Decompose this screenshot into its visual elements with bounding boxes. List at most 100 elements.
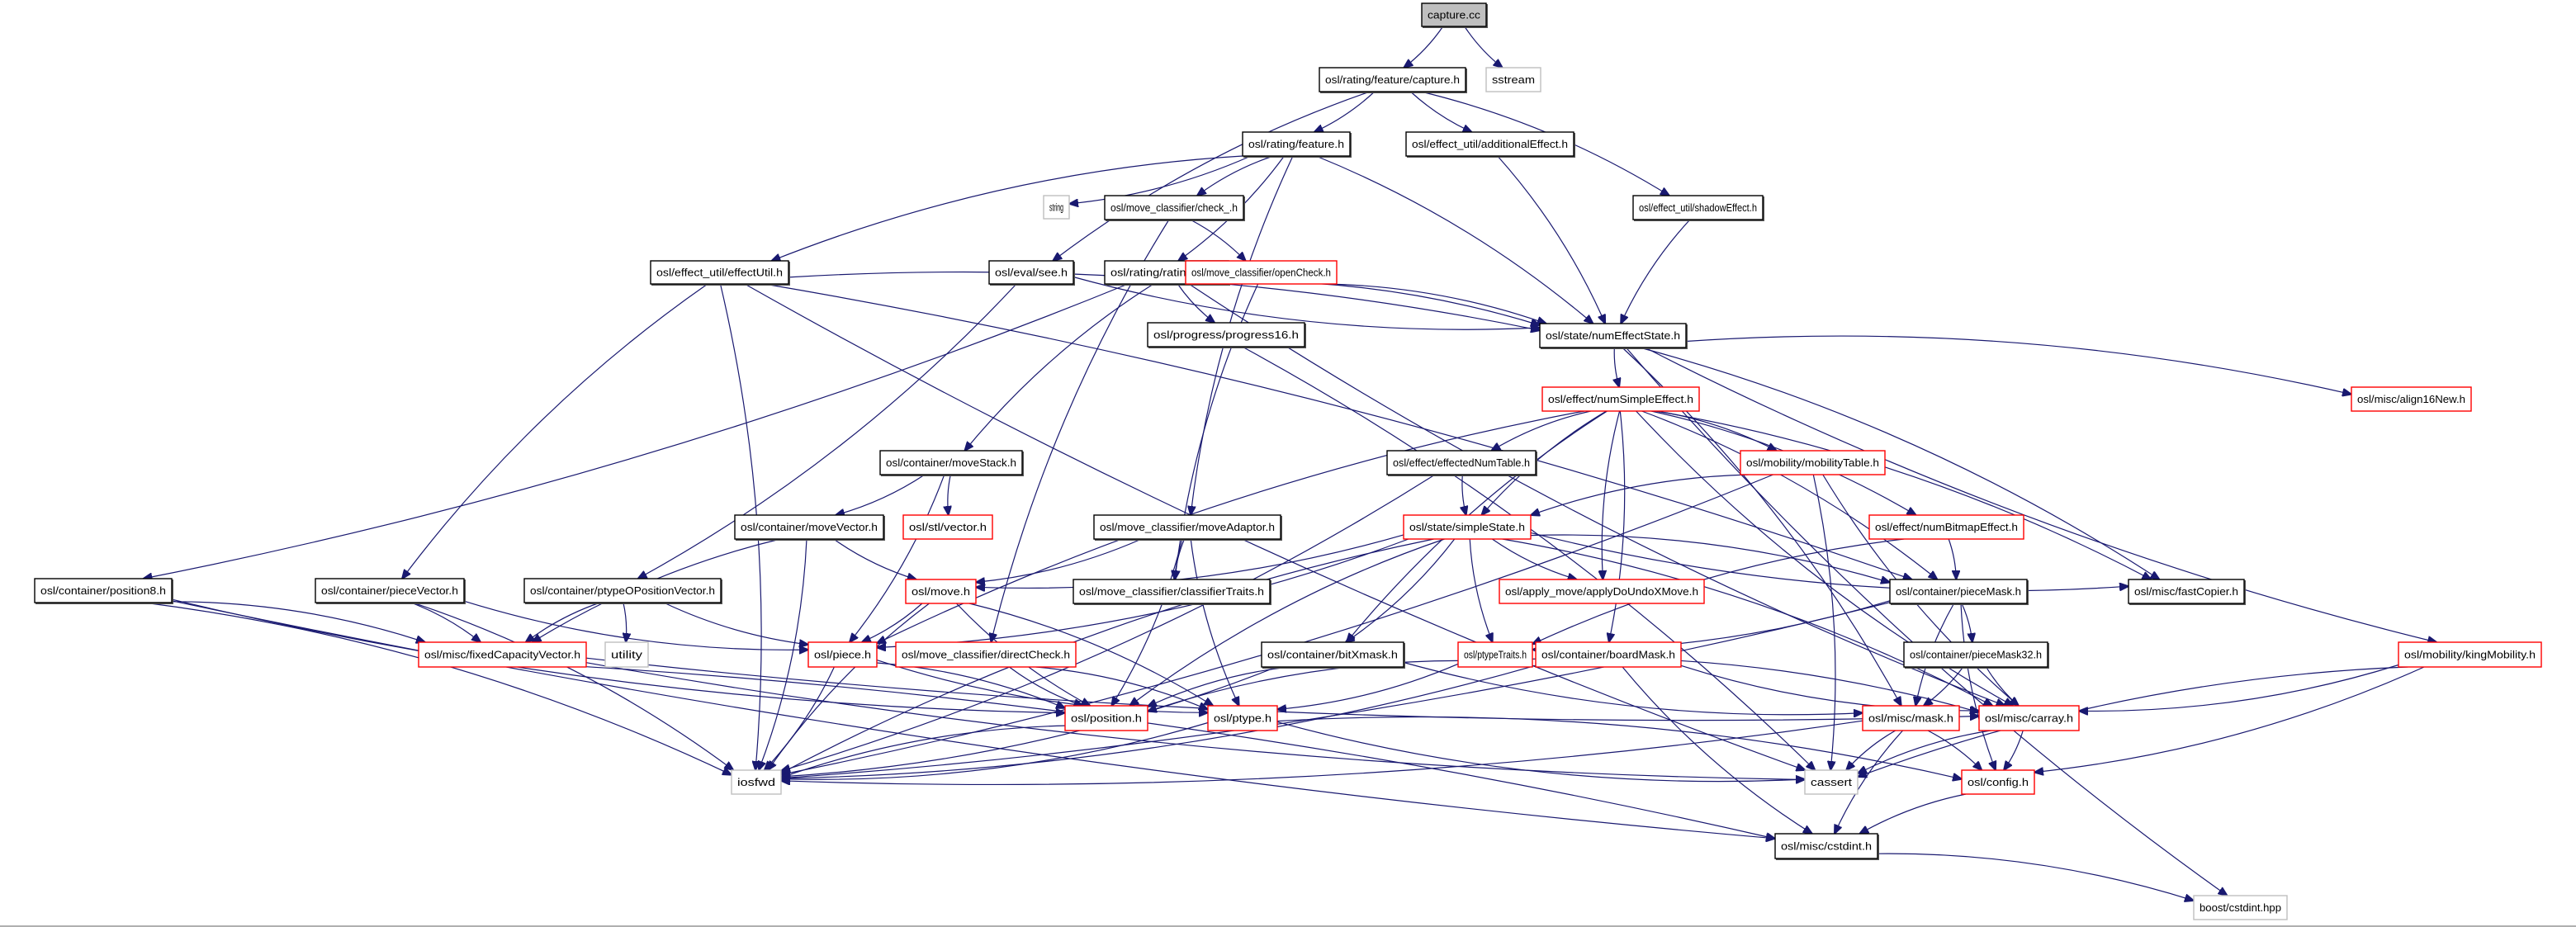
node-fixedCapacityVector-h[interactable]: osl/misc/fixedCapacityVector.h — [418, 641, 587, 668]
bottom-divider — [0, 925, 2576, 927]
node-position-h[interactable]: osl/position.h — [1064, 705, 1148, 731]
node-kingMobility-h[interactable]: osl/mobility/kingMobility.h — [2398, 641, 2542, 668]
node-see-h[interactable]: osl/eval/see.h — [988, 260, 1075, 286]
edge-simpleState_h-to-fastCopier_h — [1530, 532, 2129, 592]
node-box — [807, 641, 878, 668]
node-shadow — [1074, 580, 1271, 605]
edge-numSimpleEffect_h-to-boardMask_h — [1609, 410, 1626, 642]
edge-moveAdaptor_h-to-position_h — [1111, 538, 1183, 706]
edge-ptypeOPositionVector_h-to-piece_h — [663, 602, 808, 645]
node-label: osl/container/moveStack.h — [886, 456, 1016, 469]
edge-mobilityTable_h-to-cassert — [1812, 474, 1836, 770]
edge-numBitmapEffect_h-to-ptypeTraits_h — [1532, 538, 1905, 644]
node-feature-h[interactable]: osl/rating/feature.h — [1242, 131, 1352, 158]
node-label: osl/misc/cstdint.h — [1781, 840, 1872, 853]
node-sstream[interactable]: sstream — [1485, 67, 1541, 92]
node-box — [988, 260, 1074, 285]
node-capture-cc[interactable]: capture.cc — [1421, 2, 1488, 28]
node-iosfwd[interactable]: iosfwd — [731, 769, 782, 795]
node-boardMask-h[interactable]: osl/container/boardMask.h — [1535, 641, 1682, 668]
edge-kingMobility_h-to-cassert — [1858, 666, 2408, 777]
node-numBitmapEffect-h[interactable]: osl/effect/numBitmapEffect.h — [1868, 514, 2024, 540]
node-piece-h[interactable]: osl/piece.h — [807, 641, 878, 668]
node-capture-h[interactable]: osl/rating/feature/capture.h — [1319, 67, 1467, 93]
node-numSimpleEffect-h[interactable]: osl/effect/numSimpleEffect.h — [1541, 386, 1700, 412]
node-cassert[interactable]: cassert — [1804, 769, 1859, 795]
node-box — [1405, 131, 1574, 157]
node-moveStack-h[interactable]: osl/container/moveStack.h — [879, 450, 1024, 476]
node-label: osl/ptype.h — [1214, 712, 1271, 725]
edge-moveStack_h-to-moveVector_h — [836, 474, 926, 515]
nodes-layer: capture.cc osl/rating/feature/capture.h ss… — [34, 2, 2542, 920]
node-effectedNumTable-h[interactable]: osl/effect/effectedNumTable.h — [1386, 450, 1537, 476]
edge-simpleState_h-to-move_h — [976, 534, 1404, 589]
edge-effectedNumTable_h-to-simpleState_h — [1462, 474, 1466, 515]
edge-moveStack_h-to-stl_vector_h — [948, 474, 950, 515]
node-shadow — [1776, 835, 1879, 860]
node-box — [1457, 641, 1533, 668]
node-align16New-h[interactable]: osl/misc/align16New.h — [2351, 386, 2472, 412]
node-config-h[interactable]: osl/config.h — [1961, 769, 2035, 795]
node-mask-h[interactable]: osl/misc/mask.h — [1862, 705, 1960, 731]
node-box — [523, 578, 722, 603]
edge-progress16_h-to-cassert — [1242, 346, 1816, 770]
edge-moveStack_h-to-piece_h — [850, 474, 945, 642]
edge-ptype_h-to-config_h — [1276, 716, 1962, 778]
edge-numBitmapEffect_h-to-pieceMask_h — [1948, 538, 1956, 579]
node-additionalEffect-h[interactable]: osl/effect_util/additionalEffect.h — [1405, 131, 1575, 158]
node-label: osl/progress/progress16.h — [1153, 329, 1299, 341]
node-applyDoUndoXMove-h[interactable]: osl/apply_move/applyDoUndoXMove.h — [1499, 579, 1705, 604]
edge-pieceVector_h-to-iosfwd — [412, 602, 734, 770]
edge-boardMask_h-to-cstdint_h — [1622, 666, 1812, 834]
node-pieceMask-h[interactable]: osl/container/pieceMask.h — [1889, 579, 2029, 605]
node-boost-cstdint-hpp[interactable]: boost/cstdint.hpp — [2193, 895, 2288, 920]
node-label: osl/piece.h — [814, 649, 871, 661]
node-mobilityTable-h[interactable]: osl/mobility/mobilityTable.h — [1740, 450, 1886, 475]
node-moveVector-h[interactable]: osl/container/moveVector.h — [734, 514, 885, 541]
node-ptypeOPositionVector-h[interactable]: osl/container/ptypeOPositionVector.h — [523, 578, 722, 604]
node-position8-h[interactable]: osl/container/position8.h — [34, 578, 173, 604]
node-stl-vector-h[interactable]: osl/stl/vector.h — [902, 514, 993, 540]
node-numEffectState-h[interactable]: osl/state/numEffectState.h — [1539, 323, 1688, 349]
node-shadow — [651, 262, 790, 286]
node-label: osl/effect/effectedNumTable.h — [1393, 456, 1530, 469]
node-effectUtil-h[interactable]: osl/effect_util/effectUtil.h — [650, 260, 790, 286]
node-move-h[interactable]: osl/move.h — [905, 579, 977, 604]
node-string[interactable]: string — [1043, 195, 1070, 220]
node-directCheck-h[interactable]: osl/move_classifier/directCheck.h — [895, 641, 1077, 668]
node-check-h[interactable]: osl/move_classifier/check_.h — [1104, 195, 1245, 221]
node-box — [1539, 323, 1687, 348]
node-ptype-h[interactable]: osl/ptype.h — [1207, 705, 1278, 731]
node-box — [34, 578, 173, 603]
edge-directCheck_h-to-ptype_h — [1035, 666, 1208, 710]
node-fastCopier-h[interactable]: osl/misc/fastCopier.h — [2128, 579, 2246, 605]
node-shadowEffect-h[interactable]: osl/effect_util/shadowEffect.h — [1632, 195, 1764, 221]
node-ptypeTraits-h[interactable]: osl/ptypeTraits.h — [1457, 641, 1533, 668]
node-pieceVector-h[interactable]: osl/container/pieceVector.h — [315, 578, 466, 604]
edge-see_h-to-ptypeOPositionVector_h — [638, 283, 1017, 579]
node-shadow — [1423, 4, 1488, 28]
node-moveAdaptor-h[interactable]: osl/move_classifier/moveAdaptor.h — [1093, 514, 1282, 541]
edge-capture_h-to-see_h — [1053, 91, 1371, 261]
node-classifierTraits-h[interactable]: osl/move_classifier/classifierTraits.h — [1073, 579, 1271, 605]
node-label: osl/move_classifier/check_.h — [1110, 201, 1238, 214]
node-cstdint-h[interactable]: osl/misc/cstdint.h — [1774, 833, 1879, 860]
edge-carray_h-to-cassert — [1858, 730, 1991, 773]
node-carray-h[interactable]: osl/misc/carray.h — [1978, 705, 2080, 731]
node-openCheck-h[interactable]: osl/move_classifier/openCheck.h — [1185, 260, 1338, 285]
node-box — [1064, 705, 1148, 731]
edge-numEffectState_h-to-kingMobility_h — [1645, 347, 2436, 642]
edge-boardMask_h-to-carray_h — [1680, 665, 1979, 711]
node-progress16-h[interactable]: osl/progress/progress16.h — [1147, 322, 1306, 348]
node-utility[interactable]: utility — [604, 641, 649, 668]
node-pieceMask32-h[interactable]: osl/container/pieceMask32.h — [1903, 641, 2049, 669]
edge-effectUtil_h-to-cassert — [744, 283, 1805, 770]
node-label: osl/container/position8.h — [40, 584, 166, 597]
node-simpleState-h[interactable]: osl/state/simpleState.h — [1403, 514, 1532, 540]
edge-move_h-to-ptype_h — [968, 603, 1213, 706]
node-bitXmask-h[interactable]: osl/container/bitXmask.h — [1261, 641, 1405, 669]
edge-feature_h-to-numEffectState_h — [1315, 155, 1593, 324]
node-label: boost/cstdint.hpp — [2200, 901, 2281, 914]
edge-moveAdaptor_h-to-ptype_h — [1190, 538, 1239, 706]
node-label: osl/move_classifier/openCheck.h — [1191, 267, 1331, 279]
